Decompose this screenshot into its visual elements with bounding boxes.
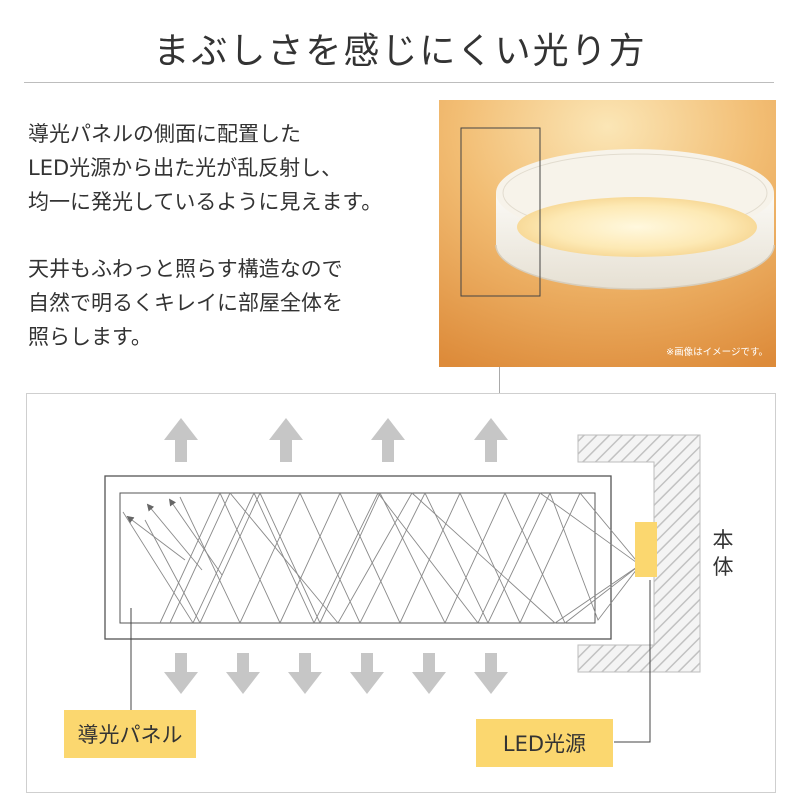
reflection-line <box>144 491 641 625</box>
reflection-line <box>169 492 641 624</box>
page-title: まぶしさを感じにくい光り方 <box>153 31 647 72</box>
light-diffuser-glow <box>517 197 757 257</box>
emission-arrow <box>168 498 223 576</box>
down-arrow <box>164 653 198 694</box>
up-arrow <box>164 418 198 462</box>
down-arrow <box>288 653 322 694</box>
description-paragraph-1: 導光パネルの側面に配置した LED光源から出た光が乱反射し、 均一に発光している… <box>28 117 448 219</box>
body-label-char: 体 <box>712 555 734 580</box>
body-housing <box>577 434 701 673</box>
up-arrow <box>371 418 405 462</box>
up-arrow <box>269 418 303 462</box>
downward-light-arrows <box>164 653 508 694</box>
title-divider <box>24 82 774 83</box>
emission-arrow <box>126 515 186 561</box>
description-paragraph-2: 天井もふわっと照らす構造なので 自然で明るくキレイに部屋全体を 照らします。 <box>28 252 448 354</box>
emission-arrows <box>126 498 223 576</box>
up-arrow <box>474 418 508 462</box>
led-leader-line <box>614 580 651 743</box>
description-line: 均一に発光しているように見えます。 <box>28 190 383 215</box>
description-line: 照らします。 <box>28 325 152 350</box>
reflection-line <box>122 491 641 625</box>
body-label-char: 本 <box>712 528 734 552</box>
light-guide-panel-inner <box>119 492 596 624</box>
upward-light-arrows <box>164 418 508 462</box>
down-arrow <box>412 653 446 694</box>
ceiling-light-illustration: ※画像はイメージです。 <box>439 100 776 367</box>
diagram-frame <box>26 393 776 793</box>
body-label: 本 体 <box>708 527 738 582</box>
description-line: 導光パネルの側面に配置した <box>28 122 301 146</box>
zoom-highlight-box <box>460 127 541 297</box>
reflection-line <box>179 491 641 625</box>
led-light-source <box>635 522 657 577</box>
callout-connector <box>499 367 500 394</box>
photo-note: ※画像はイメージです。 <box>666 346 768 358</box>
description-line: 自然で明るくキレイに部屋全体を <box>28 291 343 316</box>
description-line: 天井もふわっと照らす構造なので <box>28 257 343 281</box>
light-guide-panel-label: 導光パネル <box>64 710 196 758</box>
light-guide-panel <box>104 475 612 640</box>
down-arrow <box>226 653 260 694</box>
down-arrow <box>350 653 384 694</box>
description-line: LED光源から出た光が乱反射し、 <box>28 156 343 181</box>
ceiling-light-photo: ※画像はイメージです。 <box>439 100 776 367</box>
led-light-source-label: LED光源 <box>476 719 613 767</box>
down-arrow <box>474 653 508 694</box>
reflection-paths <box>122 491 641 625</box>
emission-arrow <box>146 503 203 571</box>
